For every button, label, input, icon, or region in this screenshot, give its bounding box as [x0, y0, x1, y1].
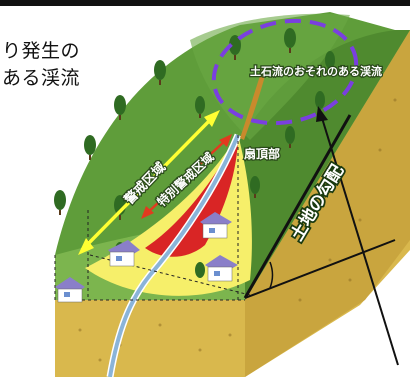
- warning-zone-arrow: [78, 110, 220, 255]
- house: [108, 240, 140, 267]
- label-debris-stream: 土石流のおそれのある渓流: [249, 63, 384, 80]
- houses: [55, 212, 238, 303]
- pointer-arrow: [316, 106, 399, 366]
- debris-streak: [240, 70, 266, 140]
- soil-right-face: [245, 30, 410, 377]
- house: [200, 212, 232, 239]
- stream-boundary-ellipse: [211, 18, 359, 126]
- fan-apex-label: 扇頂部: [244, 146, 280, 161]
- caption-line-1: り発生の: [2, 40, 81, 62]
- stream: [108, 134, 240, 377]
- soil-texture: [78, 98, 397, 362]
- top-border: [0, 0, 410, 6]
- trees: [54, 28, 335, 278]
- house: [55, 277, 85, 303]
- caption-line-2: ある渓流: [2, 67, 81, 89]
- special-warning-zone-arrow: [141, 134, 232, 219]
- house: [205, 255, 238, 282]
- label-fan-apex: 扇頂部: [243, 145, 282, 163]
- boundary-lines: [54, 135, 251, 301]
- slope-gradient-marker: [243, 114, 396, 299]
- debris-stream-label: 土石流のおそれのある渓流: [250, 64, 382, 78]
